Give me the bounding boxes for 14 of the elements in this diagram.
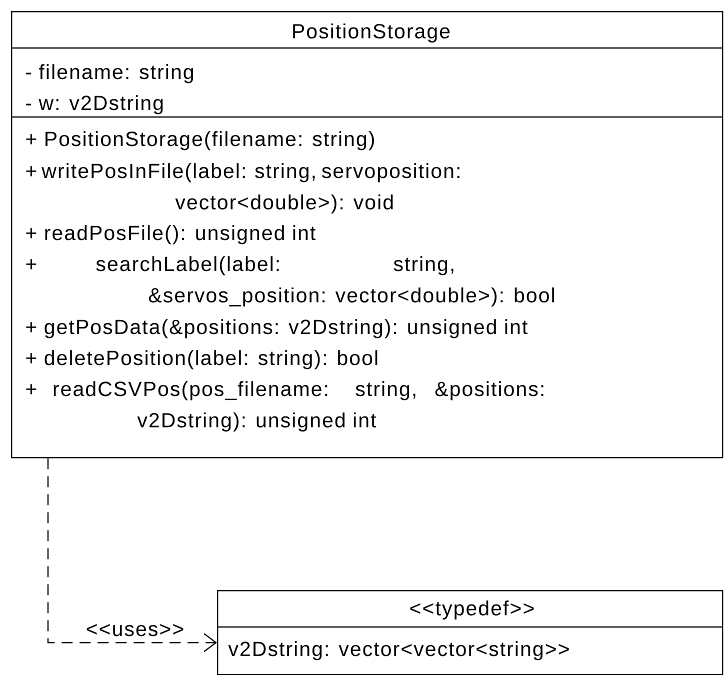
method-text: + PositionStorage(filename: string)	[26, 131, 374, 150]
class-name: PositionStorage	[293, 23, 450, 43]
method-text: + getPosData(&positions: v2Dstring): unsigned int	[26, 319, 528, 338]
method-text: + readCSVPos(pos_filename: string, &positions: v2Dstring): unsigned int	[26, 381, 544, 432]
stereotype-label: <<typedef>>	[410, 600, 534, 620]
edge-label: <<uses>>	[84, 623, 186, 638]
type-definition-text: v2Dstring: vector<vector<string>>	[228, 641, 569, 660]
attribute-text: - w: v2Dstring	[26, 95, 163, 114]
attribute-text: - filename: string	[26, 64, 193, 84]
method-text: + deletePosition(label: string): bool	[26, 350, 378, 370]
method-text: + writePosInFile(label: string, servoposition: vector<double>): void	[26, 163, 460, 214]
dependency-arrow	[47, 458, 217, 652]
method-text: + searchLabel(label: string, &servos_position: vector<double>): bool	[26, 256, 554, 307]
method-text: + readPosFile(): unsigned int	[26, 225, 316, 244]
